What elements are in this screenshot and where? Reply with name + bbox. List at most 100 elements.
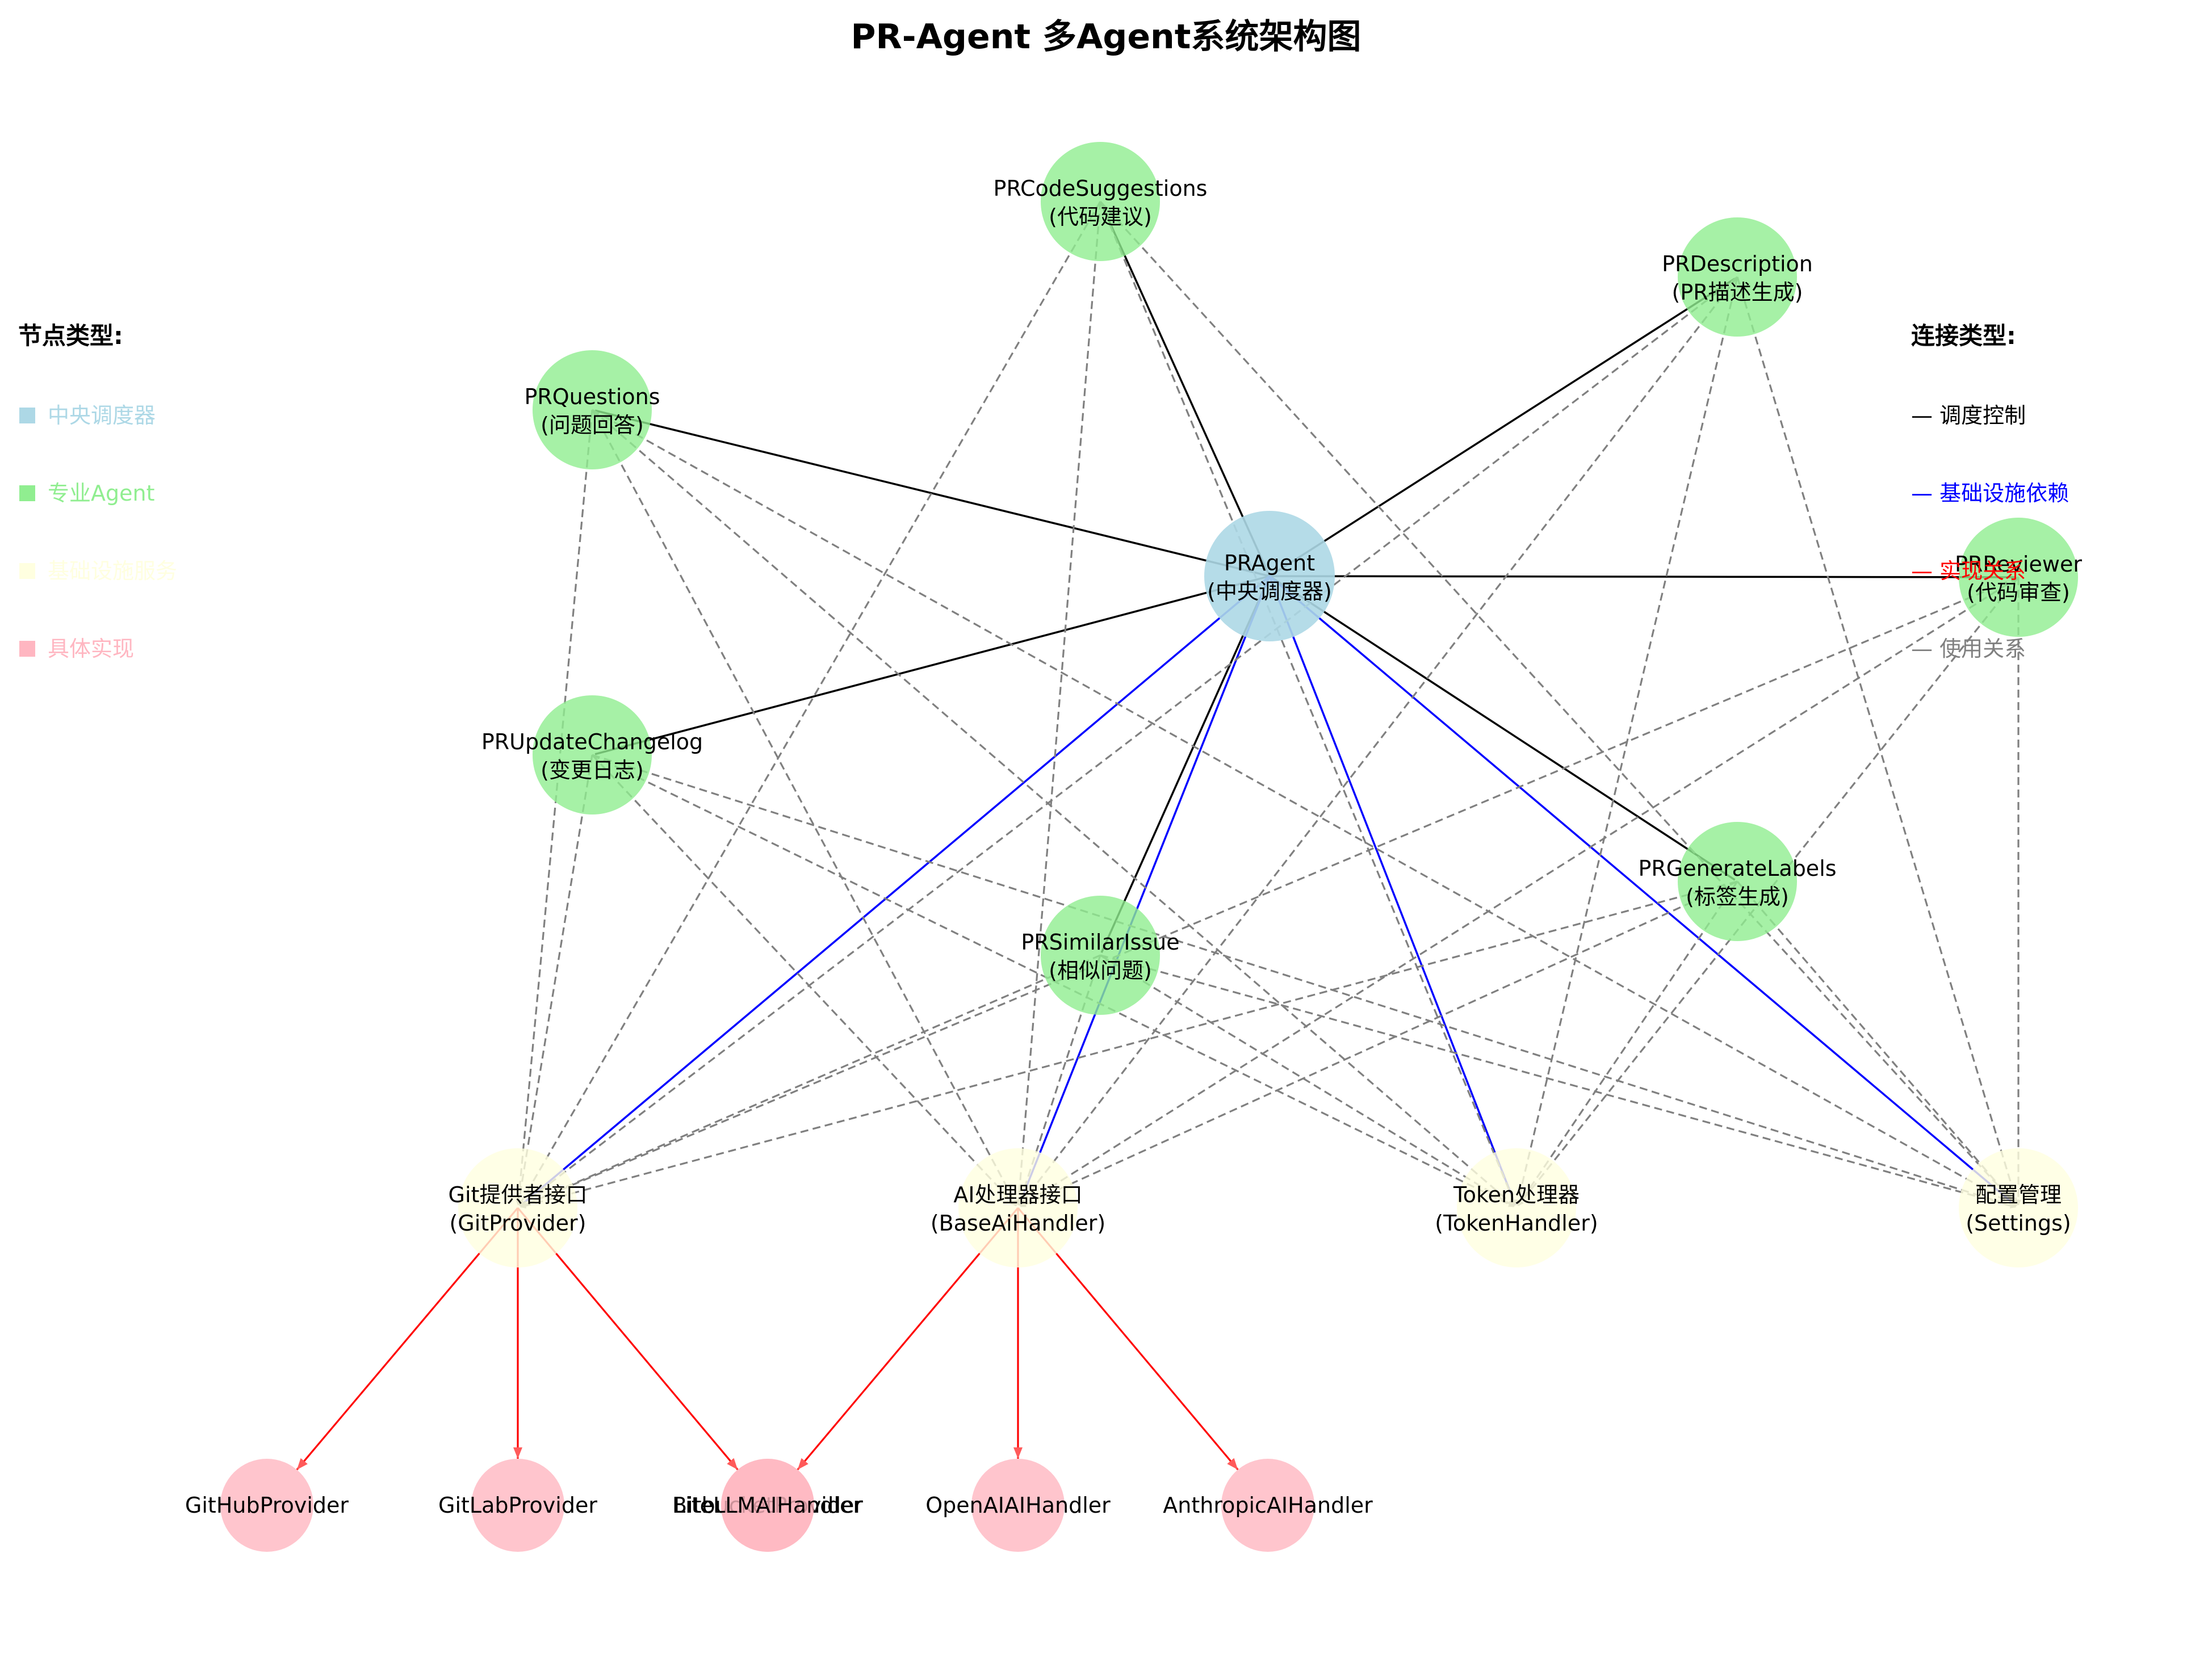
edge-control-pragent-reviewer (1269, 575, 2016, 578)
node-changelog: PRUpdateChangelog(变更日志) (481, 695, 703, 815)
legend-swatch-agent (19, 485, 35, 501)
edge-control-pragent-labels (1269, 575, 1736, 881)
edge-infra_dep-pragent-git (519, 575, 1271, 1207)
edge-uses-desc-git (520, 276, 1738, 1207)
node-git: Git提供者接口(GitProvider) (449, 1148, 588, 1267)
node-ai: AI处理器接口(BaseAiHandler) (931, 1148, 1105, 1267)
edge-infra_dep-pragent-settings (1268, 575, 2017, 1207)
edge-uses-labels-token (1517, 881, 1738, 1206)
node-circle-ai (958, 1148, 1078, 1267)
legend-item-coordinator: 中央调度器 (48, 403, 156, 428)
node-anthropic: AnthropicAIHandler (1163, 1459, 1373, 1552)
edge-control-pragent-desc (1269, 278, 1736, 577)
edge-uses-reviewer-ai (1020, 576, 2019, 1207)
legend-swatch-infra (19, 563, 35, 579)
edge-legend-title: 连接类型: (1911, 322, 2016, 350)
edge-infra_dep-pragent-ai (1018, 576, 1271, 1206)
node-label-token: Token处理器(TokenHandler) (1435, 1182, 1598, 1236)
edge-uses-labels-ai (1020, 880, 1738, 1208)
legend-item-uses: — 使用关系 (1911, 636, 2026, 661)
edge-uses-codesug-ai (1016, 201, 1101, 1206)
node-circle-litellm (721, 1459, 814, 1552)
node-reviewer: PRReviewer(代码审查) (1955, 518, 2082, 637)
node-github: GitHubProvider (185, 1459, 349, 1552)
node-labels: PRGenerateLabels(标签生成) (1638, 822, 1837, 941)
node-label-settings: 配置管理(Settings) (1966, 1182, 2071, 1236)
edge-uses-changelog-ai (591, 754, 1017, 1207)
edge-uses-similar-git (520, 954, 1101, 1208)
node-circle-openai (971, 1459, 1065, 1552)
edge-uses-questions-settings (592, 409, 2017, 1207)
node-litellm: LiteLLMAIHandler (673, 1459, 862, 1552)
edge-control-pragent-similar (1100, 576, 1271, 953)
edge-control-pragent-questions (594, 409, 1270, 577)
edge-infra_dep-pragent-token (1268, 576, 1516, 1206)
node-circle-desc (1678, 217, 1797, 337)
node-circle-github (220, 1459, 313, 1552)
node-legend-title: 节点类型: (18, 322, 123, 350)
node-circle-pragent (1204, 511, 1335, 641)
edge-uses-changelog-git (516, 754, 593, 1206)
edge-uses-labels-git (520, 880, 1738, 1209)
legend-item-implements: — 实现关系 (1911, 559, 2026, 583)
edge-uses-questions-token (591, 409, 1515, 1207)
node-circle-settings (1959, 1148, 2078, 1267)
node-label-git: Git提供者接口(GitProvider) (449, 1182, 588, 1236)
edge-uses-reviewer-git (520, 576, 2019, 1208)
edge-control-pragent-codesug (1100, 204, 1271, 577)
node-circle-reviewer (1959, 518, 2078, 637)
node-circle-labels (1678, 822, 1797, 941)
legend-swatch-coordinator (19, 408, 35, 423)
node-circle-git (458, 1148, 577, 1267)
node-circle-codesug (1041, 142, 1160, 261)
node-label-similar: PRSimilarIssue(相似问题) (1021, 930, 1179, 983)
node-circle-questions (533, 350, 652, 469)
node-openai: OpenAIAIHandler (925, 1459, 1111, 1552)
node-circle-anthropic (1221, 1459, 1314, 1552)
edge-uses-desc-ai (1019, 276, 1738, 1206)
node-circle-gitlab (471, 1459, 564, 1552)
node-label-pragent: PRAgent(中央调度器) (1207, 551, 1332, 604)
node-label-labels: PRGenerateLabels(标签生成) (1638, 856, 1836, 909)
edge-uses-similar-settings (1100, 954, 2016, 1209)
node-token: Token处理器(TokenHandler) (1435, 1148, 1598, 1267)
edge-control-pragent-changelog (594, 575, 1270, 755)
legend-swatch-impl (19, 641, 35, 657)
node-label-reviewer: PRReviewer(代码审查) (1955, 552, 2082, 605)
edge-uses-codesug-token (1099, 201, 1516, 1206)
edge-uses-questions-ai (591, 409, 1017, 1206)
edge-uses-codesug-settings (1099, 200, 2017, 1207)
node-label-desc: PRDescription(PR描述生成) (1662, 251, 1813, 305)
node-circle-changelog (533, 695, 652, 815)
node-desc: PRDescription(PR描述生成) (1662, 217, 1813, 337)
edge-uses-changelog-settings (592, 754, 2016, 1208)
edge-uses-similar-token (1100, 954, 1515, 1207)
node-questions: PRQuestions(问题回答) (524, 350, 660, 469)
node-codesug: PRCodeSuggestions(代码建议) (994, 142, 1208, 261)
node-pragent: PRAgent(中央调度器) (1204, 511, 1335, 641)
node-label-questions: PRQuestions(问题回答) (524, 384, 660, 438)
edge-uses-codesug-git (518, 201, 1101, 1206)
legend-item-impl: 具体实现 (48, 636, 134, 661)
legend-item-infra-dep: — 基础设施依赖 (1911, 481, 2069, 506)
node-label-litellm: LiteLLMAIHandler (673, 1493, 862, 1518)
node-label-gitlab: GitLabProvider (438, 1493, 597, 1518)
node-circle-token (1457, 1148, 1576, 1267)
edge-uses-desc-token (1515, 276, 1738, 1206)
node-gitlab: GitLabProvider (438, 1459, 597, 1552)
node-label-openai: OpenAIAIHandler (925, 1493, 1111, 1518)
node-similar: PRSimilarIssue(相似问题) (1021, 896, 1180, 1015)
node-label-ai: AI处理器接口(BaseAiHandler) (931, 1182, 1105, 1236)
node-label-github: GitHubProvider (185, 1493, 349, 1518)
legend-item-control: — 调度控制 (1911, 403, 2026, 428)
node-circle-similar (1041, 896, 1160, 1015)
node-settings: 配置管理(Settings) (1959, 1148, 2078, 1267)
node-label-changelog: PRUpdateChangelog(变更日志) (481, 729, 703, 783)
edge-type-legend: 连接类型: — 调度控制 — 基础设施依赖 — 实现关系 — 使用关系 (1911, 322, 2069, 661)
legend-item-agent: 专业Agent (48, 481, 154, 506)
edge-uses-questions-git (516, 409, 593, 1206)
node-type-legend: 节点类型: 中央调度器 专业Agent 基础设施服务 具体实现 (18, 322, 177, 661)
node-label-codesug: PRCodeSuggestions(代码建议) (994, 176, 1208, 229)
node-label-anthropic: AnthropicAIHandler (1163, 1493, 1373, 1518)
